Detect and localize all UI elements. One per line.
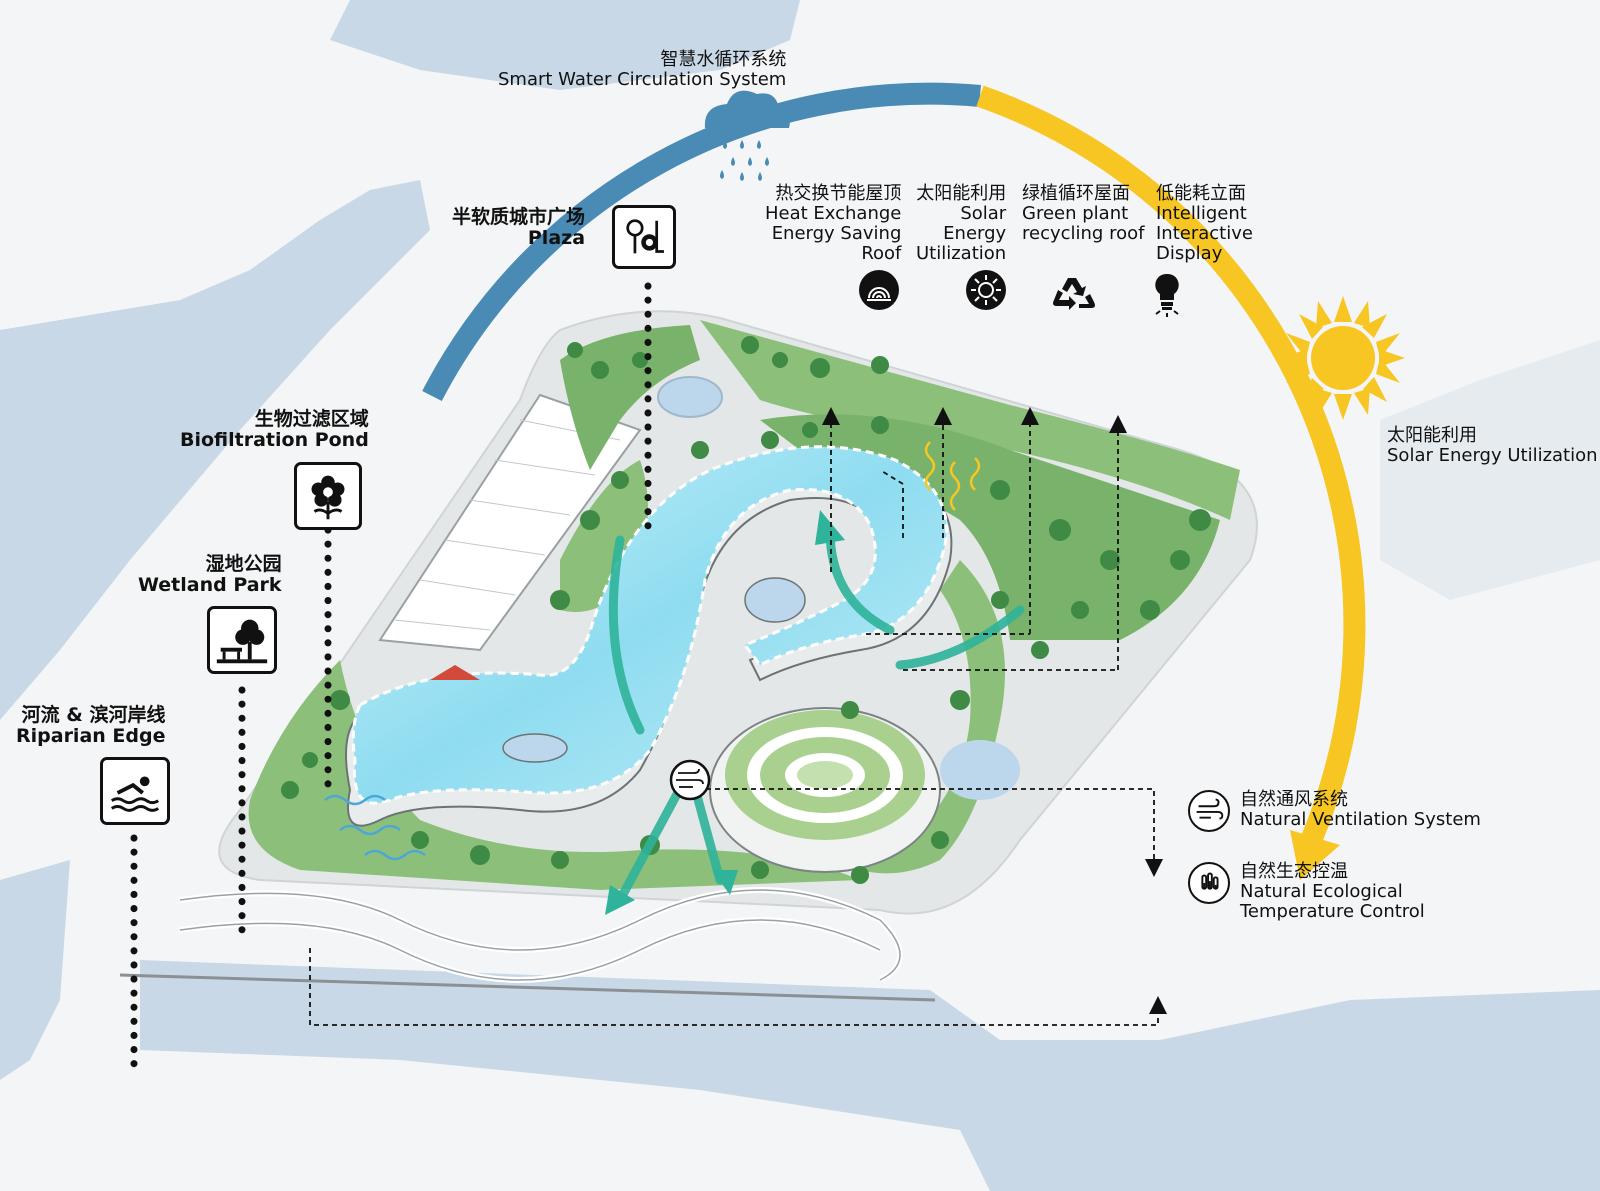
tree-bench-icon: [207, 606, 277, 674]
riparian-en: Riparian Edge: [16, 725, 166, 748]
temperature-en1: Natural Ecological: [1240, 881, 1403, 903]
airflow-arrowheads: [605, 510, 845, 915]
green-roof-label: 绿植循环屋面 Green plant recycling roof: [1022, 183, 1145, 245]
river-left-lower: [0, 860, 70, 1080]
green-roof-en2: recycling roof: [1022, 223, 1145, 245]
sun-large-icon: [1281, 296, 1405, 420]
flower-icon: [294, 462, 362, 530]
parking-area: [378, 393, 642, 652]
rain-cloud-icon: [704, 90, 790, 181]
plaza-label: 半软质城市广场 Plaza: [452, 206, 586, 250]
river-left: [0, 180, 430, 720]
heat-roof-en1: Heat Exchange: [765, 203, 902, 225]
temperature-cn: 自然生态控温: [1240, 861, 1348, 882]
wetland-en: Wetland Park: [138, 574, 282, 597]
facade-label: 低能耗立面 Intelligent Interactive Display: [1156, 183, 1253, 265]
river-top: [330, 0, 800, 90]
heat-roof-icon: [859, 270, 899, 310]
green-roof-en1: Green plant: [1022, 203, 1129, 225]
heat-roof-en2: Energy Saving: [771, 223, 902, 245]
green-band-north: [700, 320, 1240, 520]
heat-rise-lines: [924, 441, 981, 511]
solar-energy-en: Solar Energy Utilization: [1387, 445, 1598, 467]
ventilation-cn: 自然通风系统: [1240, 789, 1348, 810]
solar-use-en3: Utilization: [916, 243, 1007, 265]
river-right: [1380, 340, 1600, 600]
pond-east: [940, 740, 1020, 800]
water-flow-lines: [324, 794, 426, 861]
heat-roof-label: 热交换节能屋顶 Heat Exchange Energy Saving Roof: [765, 183, 902, 265]
biofiltration-label: 生物过滤区域 Biofiltration Pond: [180, 408, 369, 452]
facade-en1: Intelligent: [1156, 203, 1247, 225]
green-roof-cn: 绿植循环屋面: [1022, 183, 1130, 204]
swimmer-icon: [100, 757, 170, 825]
system-dashed-lines: [309, 407, 1167, 1026]
recycle-icon: [1052, 274, 1096, 314]
solar-use-label: 太阳能利用 Solar Energy Utilization: [916, 183, 1007, 265]
temperature-en2: Temperature Control: [1240, 901, 1425, 923]
biofiltration-cn: 生物过滤区域: [254, 408, 369, 430]
water-cycle-arc: [422, 82, 981, 402]
plaza-sports-icon: [612, 205, 676, 269]
heat-roof-cn: 热交换节能屋顶: [775, 183, 902, 204]
solar-use-en2: Energy: [943, 223, 1007, 245]
biofiltration-en: Biofiltration Pond: [180, 429, 369, 452]
main-building: [345, 445, 953, 827]
wind-icon: [1188, 790, 1230, 832]
green-band-west: [560, 325, 700, 470]
sun-icon: [966, 270, 1006, 310]
spiral-building: [709, 707, 941, 873]
ventilation-en: Natural Ventilation System: [1240, 809, 1481, 831]
dotted-leaders: [130, 282, 652, 1079]
thermometer-icon: [1188, 862, 1230, 904]
ventilation-label: 自然通风系统 Natural Ventilation System: [1240, 789, 1481, 831]
wetland-cn: 湿地公园: [205, 553, 282, 575]
river-bottom: [140, 960, 1600, 1191]
riparian-cn: 河流 & 滨河岸线: [21, 704, 166, 726]
tree-clusters: [281, 336, 1211, 884]
lightbulb-icon: [1150, 270, 1184, 318]
riparian-label: 河流 & 滨河岸线 Riparian Edge: [16, 704, 166, 748]
heat-roof-en3: Roof: [861, 243, 902, 265]
solar-energy-label: 太阳能利用 Solar Energy Utilization: [1387, 425, 1598, 467]
water-cycle-label: 智慧水循环系统 Smart Water Circulation System: [498, 49, 787, 91]
pond-north: [657, 376, 723, 418]
solar-arc-arrowhead: [1290, 830, 1340, 880]
solar-energy-cn: 太阳能利用: [1387, 425, 1477, 446]
solar-use-en1: Solar: [960, 203, 1007, 225]
solar-cycle-arc: [976, 85, 1366, 848]
river-wall: [119, 973, 936, 1002]
green-band-southwest: [248, 660, 861, 890]
plaza-en: Plaza: [527, 227, 586, 250]
red-pavilion: [430, 665, 480, 680]
solar-use-cn: 太阳能利用: [916, 183, 1007, 204]
facade-en2: Interactive: [1156, 223, 1253, 245]
temperature-label: 自然生态控温 Natural Ecological Temperature Co…: [1240, 861, 1425, 923]
facade-en3: Display: [1156, 243, 1223, 265]
facade-cn: 低能耗立面: [1156, 183, 1246, 204]
water-cycle-en: Smart Water Circulation System: [498, 69, 787, 91]
wetland-label: 湿地公园 Wetland Park: [138, 553, 282, 597]
water-cycle-cn: 智慧水循环系统: [660, 49, 787, 70]
plaza-cn: 半软质城市广场: [452, 206, 586, 228]
